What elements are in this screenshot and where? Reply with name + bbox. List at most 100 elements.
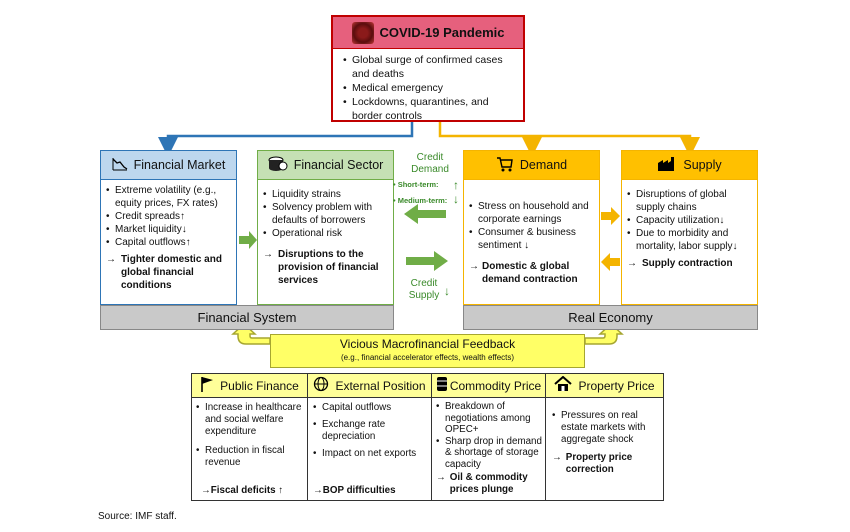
public-finance-outcome: → Fiscal deficits ↑ xyxy=(201,485,283,496)
short-term-label: • Short-term: xyxy=(393,180,439,189)
outcome-arrow: → xyxy=(313,485,323,496)
outcome-arrow: → xyxy=(106,254,116,265)
supply-to-demand-arrow xyxy=(601,253,620,271)
list-item: Operational risk xyxy=(263,227,389,240)
market-to-sector-arrow xyxy=(239,231,257,249)
public-finance-title: Public Finance xyxy=(220,378,299,393)
property-price-outcome: → Property price correction xyxy=(546,446,663,476)
outcome-arrow: → xyxy=(627,258,637,269)
covid-header: COVID-19 Pandemic xyxy=(333,17,523,49)
outcome-text: Fiscal deficits ↑ xyxy=(210,485,284,496)
public-finance-list: Increase in healthcare and social welfar… xyxy=(192,398,307,469)
medium-term-arrow: ↓ xyxy=(453,192,459,206)
factory-icon xyxy=(657,156,677,175)
demand-outcome: → Domestic & global demand contraction xyxy=(464,252,599,286)
list-item: Credit spreads↑ xyxy=(106,210,232,223)
supply-box: Supply Disruptions of global supply chai… xyxy=(621,150,758,305)
outcome-text: Disruptions to the provision of financia… xyxy=(278,249,379,286)
list-item: Breakdown of negotiations among OPEC+ xyxy=(436,401,542,436)
outcome-text: Tighter domestic and global financial co… xyxy=(121,254,222,291)
covid-to-supply-arrow xyxy=(438,122,700,157)
external-position-box: External Position Capital outflows Excha… xyxy=(308,374,432,500)
outcome-text: Property price correction xyxy=(565,452,633,475)
list-item: Solvency problem with defaults of borrow… xyxy=(263,201,389,227)
property-price-list: Pressures on real estate markets with ag… xyxy=(546,398,663,446)
commodity-price-title: Commodity Price xyxy=(449,378,542,393)
financial-market-box: Financial Market Extreme volatility (e.g… xyxy=(100,150,237,305)
list-item: Medical emergency xyxy=(343,81,517,95)
list-item: Pressures on real estate markets with ag… xyxy=(552,410,660,446)
credit-supply-arrow xyxy=(406,251,448,271)
outcome-text: Supply contraction xyxy=(642,258,733,269)
demand-box: Demand Stress on household and corporate… xyxy=(463,150,600,305)
flag-icon xyxy=(200,376,214,395)
demand-to-supply-arrow xyxy=(601,207,620,225)
list-item: Consumer & business sentiment ↓ xyxy=(469,226,595,252)
house-icon xyxy=(554,375,573,395)
demand-list: Stress on household and corporate earnin… xyxy=(464,180,599,252)
commodity-price-header: Commodity Price xyxy=(432,374,545,398)
list-item: Liquidity strains xyxy=(263,188,389,201)
property-price-header: Property Price xyxy=(546,374,663,398)
covid-to-financial-market-arrow xyxy=(158,122,414,157)
outcome-arrow: → xyxy=(201,485,211,496)
list-item: Stress on household and corporate earnin… xyxy=(469,200,595,226)
credit-supply-text: Credit Supply xyxy=(408,278,440,301)
feedback-banner: Vicious Macrofinancial Feedback (e.g., f… xyxy=(270,334,585,368)
credit-demand-label: Credit Demand xyxy=(404,152,456,176)
outcome-arrow: → xyxy=(263,249,273,260)
commodity-price-list: Breakdown of negotiations among OPEC+ Sh… xyxy=(432,398,545,470)
financial-sector-outcome: → Disruptions to the provision of financ… xyxy=(258,240,393,287)
financial-market-title: Financial Market xyxy=(133,158,226,172)
chart-down-icon xyxy=(112,157,128,174)
feedback-title: Vicious Macrofinancial Feedback xyxy=(339,337,516,351)
bottom-boxes: Public Finance Increase in healthcare an… xyxy=(191,373,664,501)
financial-system-bar: Financial System xyxy=(100,305,394,330)
external-position-outcome: → BOP difficulties xyxy=(313,485,396,496)
outcome-text: Oil & commodity prices plunge xyxy=(449,472,528,495)
list-item: Reduction in fiscal revenue xyxy=(196,445,304,469)
virus-icon xyxy=(351,21,374,44)
cart-icon xyxy=(496,156,514,175)
financial-market-outcome: → Tighter domestic and global financial … xyxy=(101,249,236,292)
public-finance-box: Public Finance Increase in healthcare an… xyxy=(192,374,308,500)
financial-sector-title: Financial Sector xyxy=(293,158,384,172)
demand-header: Demand xyxy=(464,151,599,180)
outcome-arrow: → xyxy=(469,261,479,272)
covid-title: COVID-19 Pandemic xyxy=(379,25,505,40)
credit-demand-updown-arrows: ↑ ↓ xyxy=(453,178,459,206)
credit-demand-text: Credit Demand xyxy=(411,152,449,175)
outcome-text: BOP difficulties xyxy=(322,485,396,496)
short-term-arrow: ↑ xyxy=(453,178,459,192)
list-item: Market liquidity↓ xyxy=(106,223,232,236)
covid-box: COVID-19 Pandemic Global surge of confir… xyxy=(331,15,525,122)
list-item: Due to morbidity and mortality, labor su… xyxy=(627,227,753,253)
supply-list: Disruptions of global supply chains Capa… xyxy=(622,180,757,253)
property-price-title: Property Price xyxy=(578,378,655,393)
globe-icon xyxy=(313,376,329,395)
feedback-subtitle: (e.g., financial accelerator effects, we… xyxy=(340,353,515,362)
source-note: Source: IMF staff. xyxy=(98,511,177,522)
financial-sector-list: Liquidity strains Solvency problem with … xyxy=(258,180,393,240)
list-item: Capital outflows↑ xyxy=(106,236,232,249)
financial-market-list: Extreme volatility (e.g., equity prices,… xyxy=(101,180,236,249)
financial-sector-header: Financial Sector xyxy=(258,151,393,180)
barrel-icon xyxy=(436,376,448,395)
list-item: Exchange rate depreciation xyxy=(313,419,428,443)
outcome-arrow: → xyxy=(436,472,446,483)
demand-title: Demand xyxy=(519,158,568,172)
supply-title: Supply xyxy=(683,158,722,172)
outcome-text: Domestic & global demand contraction xyxy=(482,261,578,285)
list-item: Increase in healthcare and social welfar… xyxy=(196,402,304,438)
external-position-header: External Position xyxy=(308,374,431,398)
list-item: Capacity utilization↓ xyxy=(627,214,753,227)
commodity-price-outcome: → Oil & commodity prices plunge xyxy=(432,470,545,496)
public-finance-header: Public Finance xyxy=(192,374,307,398)
financial-sector-box: Financial Sector Liquidity strains Solve… xyxy=(257,150,394,305)
supply-header: Supply xyxy=(622,151,757,180)
external-position-title: External Position xyxy=(335,378,426,393)
financial-market-header: Financial Market xyxy=(101,151,236,180)
list-item: Impact on net exports xyxy=(313,448,428,460)
real-economy-bar: Real Economy xyxy=(463,305,758,330)
external-position-list: Capital outflows Exchange rate depreciat… xyxy=(308,398,431,460)
